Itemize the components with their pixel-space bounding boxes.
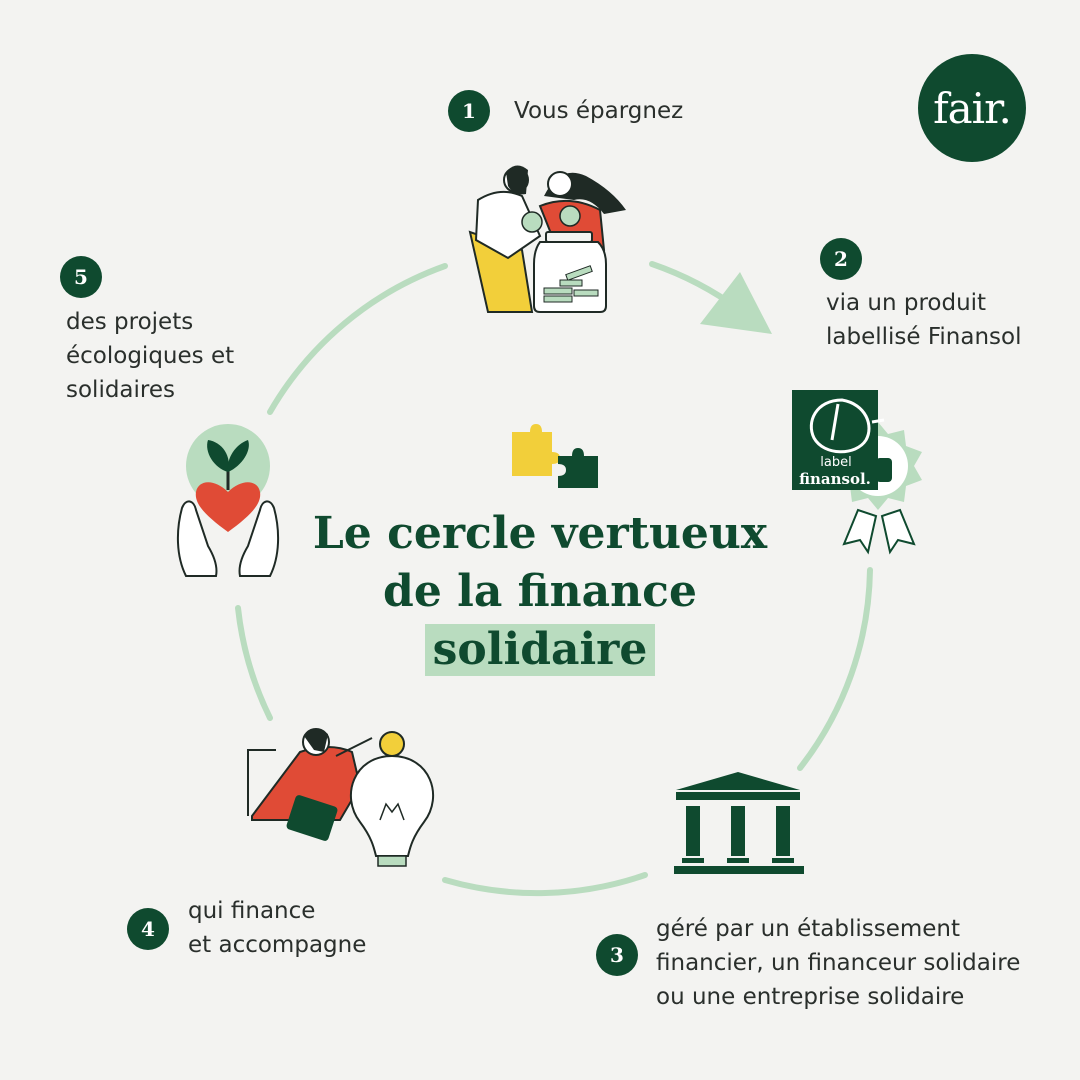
arc-4-to-5 bbox=[235, 605, 273, 721]
step-1-label: Vous épargnez bbox=[514, 98, 684, 124]
title-line-3-highlight: solidaire bbox=[424, 624, 656, 676]
step-2-number: 2 bbox=[834, 247, 848, 271]
step-4-badge: 4 bbox=[127, 908, 169, 950]
arrow-head bbox=[700, 272, 772, 334]
step-2-badge: 2 bbox=[820, 238, 862, 280]
step-4-label: qui finance et accompagne bbox=[188, 898, 367, 958]
diagram-title: Le cercle vertueux de la finance solidai… bbox=[300, 505, 780, 679]
step-3-badge: 3 bbox=[596, 934, 638, 976]
step-1-badge: 1 bbox=[448, 90, 490, 132]
step-1-number: 1 bbox=[462, 99, 476, 123]
finansol-label-line2: finansol. bbox=[799, 470, 871, 488]
finansol-label-line1: label bbox=[820, 455, 851, 470]
step-4-number: 4 bbox=[141, 917, 155, 941]
arc-2-to-3 bbox=[797, 567, 873, 771]
step-3-number: 3 bbox=[610, 943, 624, 967]
logo-text: fair. bbox=[933, 83, 1012, 133]
fair-logo: fair. bbox=[918, 54, 1026, 162]
step-5-badge: 5 bbox=[60, 256, 102, 298]
step-5-label: des projets écologiques et solidaires bbox=[66, 309, 235, 403]
arc-5-to-1 bbox=[267, 263, 448, 415]
step-2-label: via un produit labellisé Finansol bbox=[826, 290, 1022, 350]
step-5-number: 5 bbox=[74, 265, 88, 289]
step-3-label: géré par un établissement financier, un … bbox=[656, 916, 1021, 1010]
title-line-2: de la finance bbox=[383, 566, 697, 617]
title-line-1: Le cercle vertueux bbox=[312, 508, 768, 559]
arc-3-to-4 bbox=[442, 872, 648, 897]
